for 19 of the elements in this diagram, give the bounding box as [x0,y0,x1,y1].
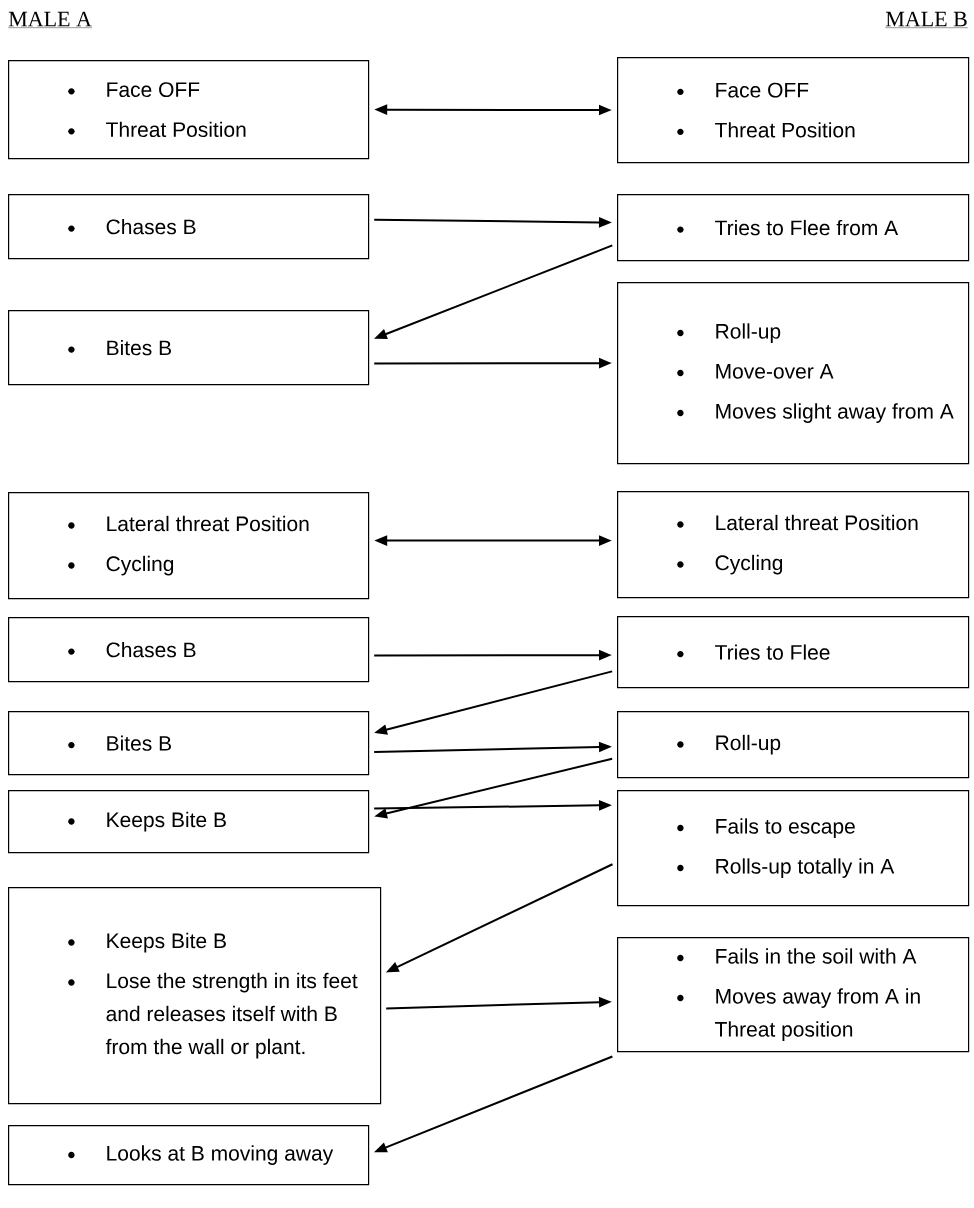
process-box: Face OFF Threat Position [8,60,370,160]
process-box: Fails to escape Rolls-up totally in A [617,790,970,907]
process-box: Face OFF Threat Position [617,57,970,164]
process-box: Roll-up Move-over A Moves slight away from A [617,282,970,465]
process-box: Bites B [8,310,370,386]
process-box: Roll-up [617,711,970,779]
process-box: Tries to Flee [617,616,970,689]
process-box: Lateral threat Position Cycling [8,492,370,600]
process-box: Bites B [8,711,370,776]
process-box: Chases B [8,194,370,260]
process-box: Fails in the soil with A Moves away from A in Threat position [617,937,970,1053]
process-box: Lateral threat Position Cycling [617,491,970,599]
column-heading: MALE A [8,11,93,28]
process-box: Keeps Bite B [8,790,370,854]
process-box: Keeps Bite B Lose the strength in its feet and releases itself with B from the wall or plant. [8,887,382,1105]
process-box: Tries to Flee from A [617,194,970,262]
process-box: Chases B [8,617,370,683]
process-box: Looks at B moving away [8,1125,370,1186]
column-heading: MALE B [885,11,968,28]
